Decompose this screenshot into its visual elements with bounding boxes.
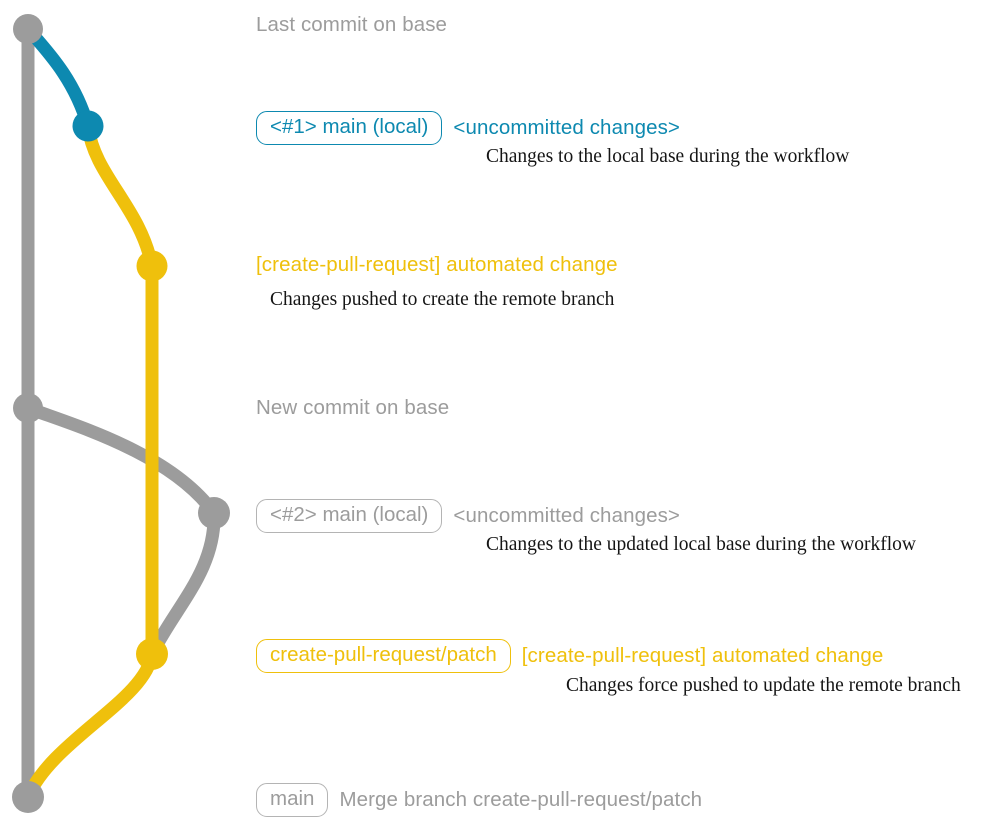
commit-message-local-2: <uncommitted changes> bbox=[453, 503, 680, 527]
commit-node-local-1[interactable] bbox=[72, 110, 104, 142]
commit-message-automated-change-1: [create-pull-request] automated change bbox=[256, 253, 618, 276]
edge-base-to-local-1 bbox=[21, 22, 95, 133]
commit-message-automated-change-2: [create-pull-request] automated change bbox=[521, 643, 884, 667]
commit-node-local-2[interactable] bbox=[198, 497, 230, 529]
ref-chip-create-pull-request-patch[interactable]: create-pull-request/patch bbox=[256, 639, 511, 673]
edge-base-to-local-2 bbox=[21, 401, 221, 520]
ref-chip-main-local-2[interactable]: <#2> main (local) bbox=[256, 499, 443, 533]
edge-local-1-to-remote-1 bbox=[81, 119, 159, 273]
commit-row-local-1: <#1> main (local) <uncommitted changes> bbox=[256, 111, 680, 145]
commit-node-base-top[interactable] bbox=[13, 14, 43, 44]
commit-row-automated-change-2: create-pull-request/patch [create-pull-r… bbox=[256, 639, 883, 673]
commit-node-base-new[interactable] bbox=[13, 393, 43, 423]
commit-node-remote-1[interactable] bbox=[136, 250, 168, 282]
commit-description-local-1: Changes to the local base during the wor… bbox=[486, 146, 850, 167]
edge-remote-2-to-merge bbox=[21, 647, 159, 804]
commit-row-last-commit-on-base: Last commit on base bbox=[256, 13, 447, 37]
commit-row-automated-change-1: [create-pull-request] automated change bbox=[256, 253, 618, 277]
commit-message-merge: Merge branch create-pull-request/patch bbox=[339, 787, 703, 811]
commit-description-automated-change-2: Changes force pushed to update the remot… bbox=[566, 675, 961, 696]
ref-chip-main[interactable]: main bbox=[256, 783, 329, 817]
commit-row-merge: main Merge branch create-pull-request/pa… bbox=[256, 783, 702, 817]
edge-local-2-to-remote-2 bbox=[145, 506, 221, 661]
ref-chip-main-local-1[interactable]: <#1> main (local) bbox=[256, 111, 443, 145]
commit-message-local-1: <uncommitted changes> bbox=[453, 115, 680, 139]
commit-message-new-commit-on-base: New commit on base bbox=[256, 396, 450, 419]
commit-description-automated-change-1: Changes pushed to create the remote bran… bbox=[270, 289, 615, 310]
commit-node-merge[interactable] bbox=[12, 781, 44, 813]
commit-node-remote-2[interactable] bbox=[136, 638, 168, 670]
commit-message-last-commit-on-base: Last commit on base bbox=[256, 13, 448, 36]
commit-row-new-commit-on-base: New commit on base bbox=[256, 396, 449, 420]
commit-description-local-2: Changes to the updated local base during… bbox=[486, 534, 916, 555]
commit-row-local-2: <#2> main (local) <uncommitted changes> bbox=[256, 499, 680, 533]
